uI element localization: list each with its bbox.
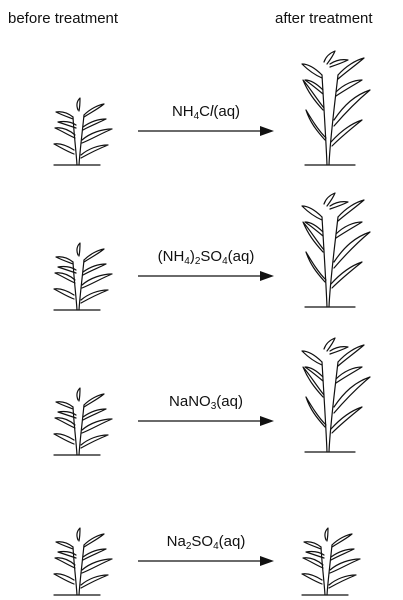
arrow-icon (138, 556, 274, 566)
plant-after-nh42so4 (301, 192, 371, 308)
plant-before-nh4cl (53, 97, 113, 166)
plant-after-nh4cl (301, 50, 371, 166)
plant-before-nano3 (53, 387, 113, 456)
before-treatment-header: before treatment (8, 10, 119, 27)
reagent-label-nh42so4: (NH4)2SO4(aq) (157, 248, 255, 267)
plant-after-na2so4 (301, 527, 361, 596)
arrow-icon (138, 416, 274, 426)
reagent-label-nano3: NaNO3(aq) (169, 393, 243, 412)
plant-after-nano3 (301, 337, 371, 453)
plant-before-na2so4 (53, 527, 113, 596)
after-treatment-header: after treatment (275, 10, 373, 27)
reagent-label-nh4cl: NH4Cl(aq) (171, 103, 241, 122)
reagent-label-na2so4: Na2SO4(aq) (166, 533, 246, 552)
arrow-icon (138, 271, 274, 281)
plant-before-nh42so4 (53, 242, 113, 311)
arrow-icon (138, 126, 274, 136)
